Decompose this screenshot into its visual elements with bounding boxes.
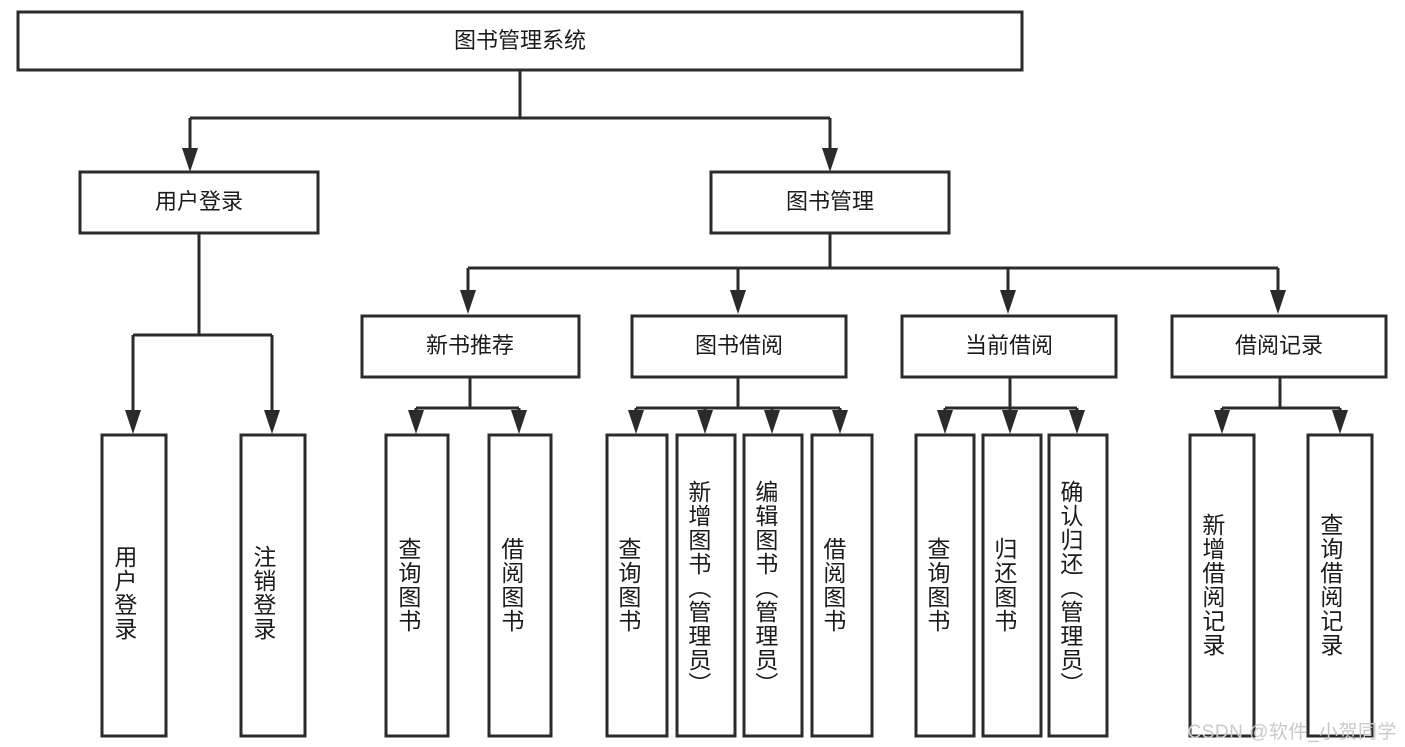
- arrow-head-icon: [264, 410, 280, 434]
- arrow-head-icon: [1002, 410, 1018, 434]
- node-current-borrow-label: 当前借阅: [965, 333, 1053, 358]
- arrow-head-icon: [764, 410, 780, 434]
- node-leaf-user-login-box[interactable]: [100, 433, 168, 738]
- node-root-box[interactable]: [16, 10, 1024, 72]
- node-leaf-borrow-book-2-box[interactable]: [810, 433, 874, 738]
- node-new-book-recommend-label: 新书推荐: [426, 333, 514, 358]
- arrow-head-icon: [408, 410, 424, 434]
- node-root[interactable]: 图书管理系统: [16, 10, 1024, 72]
- node-layer: 图书管理系统 用户登录 图书管理 新书推荐 图书借阅 当前: [16, 10, 1388, 738]
- arrow-head-icon: [125, 410, 141, 434]
- arrow-head-icon: [628, 410, 644, 434]
- node-leaf-query-book-1-box[interactable]: [384, 433, 450, 738]
- node-leaf-query-book-3-box[interactable]: [914, 433, 976, 738]
- node-borrow-record-box[interactable]: [1170, 314, 1388, 379]
- node-leaf-return-book-box[interactable]: [981, 433, 1043, 738]
- node-current-borrow-box[interactable]: [900, 314, 1118, 379]
- node-leaf-add-record-box[interactable]: [1188, 433, 1256, 738]
- arrow-head-icon: [937, 410, 953, 434]
- node-new-book-recommend-box[interactable]: [360, 314, 581, 379]
- arrow-head-icon: [730, 290, 746, 314]
- node-book-borrow-box[interactable]: [630, 314, 848, 379]
- node-book-manage[interactable]: 图书管理: [709, 170, 951, 235]
- arrow-head-icon: [460, 290, 476, 314]
- node-borrow-record-label: 借阅记录: [1235, 333, 1323, 358]
- arrow-head-icon: [1069, 410, 1085, 434]
- node-borrow-record[interactable]: 借阅记录: [1170, 314, 1388, 379]
- node-leaf-logout-login-box[interactable]: [239, 433, 307, 738]
- node-book-manage-box[interactable]: [709, 170, 951, 235]
- node-leaf-borrow-book-1-box[interactable]: [487, 433, 553, 738]
- node-leaf-query-book-2-box[interactable]: [605, 433, 669, 738]
- arrow-head-icon: [822, 148, 838, 172]
- node-leaf-add-book-box[interactable]: [675, 433, 737, 738]
- node-leaf-confirm-return-box[interactable]: [1047, 433, 1109, 738]
- connector-layer: [125, 70, 1348, 434]
- arrow-head-icon: [832, 410, 848, 434]
- arrow-head-icon: [697, 410, 713, 434]
- node-book-borrow[interactable]: 图书借阅: [630, 314, 848, 379]
- arrow-head-icon: [1214, 410, 1230, 434]
- node-current-borrow[interactable]: 当前借阅: [900, 314, 1118, 379]
- arrow-head-icon: [182, 148, 198, 172]
- csdn-watermark: CSDN @软件_小贺同学: [1187, 722, 1397, 743]
- node-user-login[interactable]: 用户登录: [78, 170, 320, 235]
- node-root-label: 图书管理系统: [454, 28, 586, 53]
- node-new-book-recommend[interactable]: 新书推荐: [360, 314, 581, 379]
- node-book-manage-label: 图书管理: [786, 189, 874, 214]
- arrow-head-icon: [1270, 290, 1286, 314]
- node-leaf-edit-book-box[interactable]: [742, 433, 804, 738]
- arrow-head-icon: [1332, 410, 1348, 434]
- node-book-borrow-label: 图书借阅: [695, 333, 783, 358]
- arrow-head-icon: [511, 410, 527, 434]
- node-leaf-query-record-box[interactable]: [1306, 433, 1374, 738]
- node-user-login-box[interactable]: [78, 170, 320, 235]
- arrow-head-icon: [1000, 290, 1016, 314]
- node-user-login-label: 用户登录: [155, 189, 243, 214]
